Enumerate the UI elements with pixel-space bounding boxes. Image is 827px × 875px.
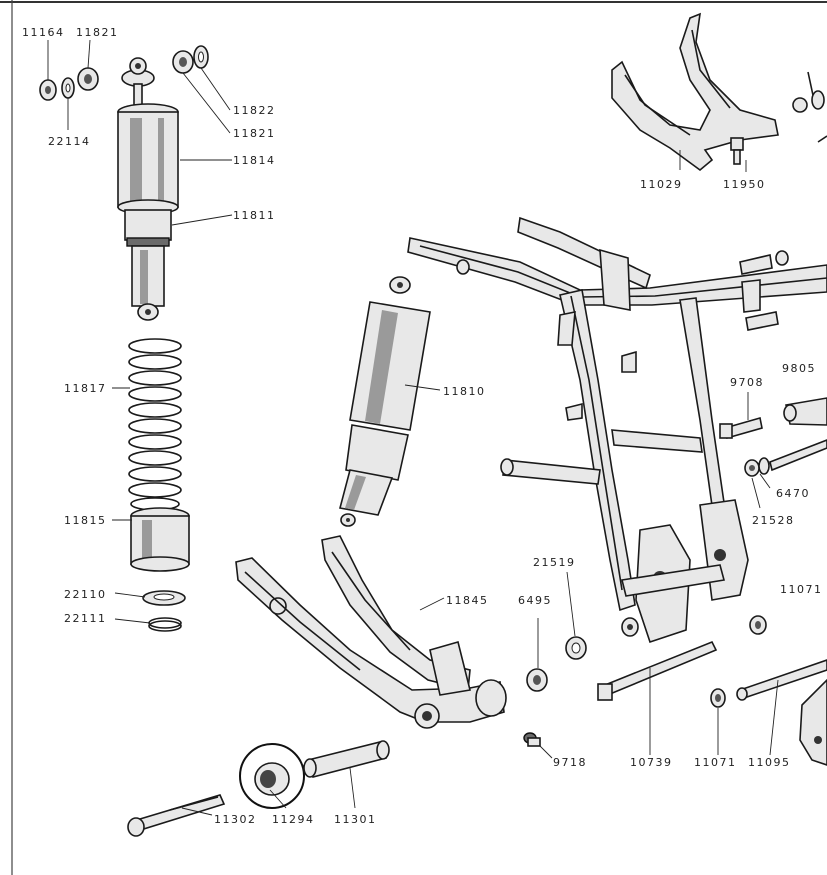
part-bolt-6470 [769,439,827,472]
part-frame [407,216,827,644]
part-nut-6495 [526,668,548,692]
part-lower-cup-11815 [130,507,190,572]
label-11822: 11822 [233,104,276,117]
part-clip-22111 [148,617,182,632]
label-11164: 11164 [22,26,65,39]
label-11029: 11029 [640,178,683,191]
label-11071b: 11071 [780,583,823,596]
label-9805: 9805 [782,362,816,375]
part-bush-11294 [239,743,305,809]
part-nut-11821b [172,50,194,74]
label-11294: 11294 [272,813,315,826]
leader-lines [47,39,779,816]
label-11817: 11817 [64,382,107,395]
label-11950: 11950 [723,178,766,191]
part-nut-11071b [749,615,767,635]
part-shock-shroud-11814 [117,103,179,215]
label-9718: 9718 [553,756,587,769]
label-6495: 6495 [518,594,552,607]
part-spring-11817 [128,338,182,511]
label-11302: 11302 [214,813,257,826]
part-washer-11822 [193,45,209,69]
part-link-9805 [783,397,827,426]
label-22114: 22114 [48,135,91,148]
part-bolt-10739 [597,640,718,701]
label-21519: 21519 [533,556,576,569]
part-bolt-11950 [730,137,744,165]
label-6470: 6470 [776,487,810,500]
label-11071a: 11071 [694,756,737,769]
part-shock-assembled-11810 [339,276,431,527]
part-bolt-9718 [523,732,541,747]
label-11301: 11301 [334,813,377,826]
label-11810: 11810 [443,385,486,398]
part-washer-22110 [142,590,186,606]
part-bolt-9708 [719,416,763,440]
label-11815: 11815 [64,514,107,527]
label-11821b: 11821 [233,127,276,140]
label-11095: 11095 [748,756,791,769]
label-11845: 11845 [446,594,489,607]
part-shock-body-11811 [124,209,172,321]
label-9708: 9708 [730,376,764,389]
label-21528: 21528 [752,514,795,527]
part-sleeve-11301 [303,740,390,778]
part-washers-21528 [744,457,770,477]
part-bracket-11029 [611,12,779,172]
part-bracket-right [799,678,827,766]
label-11814: 11814 [233,154,276,167]
label-11811: 11811 [233,209,276,222]
label-10739: 10739 [630,756,673,769]
part-swingarm-11845 [235,535,507,729]
part-nut-11164 [39,79,57,101]
label-22110: 22110 [64,588,107,601]
part-nut-11071a [710,688,726,708]
highlight-circle [239,743,305,809]
part-spindle-11095 [736,659,827,701]
part-bush-21519 [565,636,587,660]
label-11821a: 11821 [76,26,119,39]
label-22111: 22111 [64,612,107,625]
part-clip-top-right [792,71,827,143]
part-washer-22114 [61,77,75,99]
part-nut-11821a [77,67,99,91]
part-spindle-11302 [127,794,226,837]
part-shock-top-mount [121,57,155,107]
